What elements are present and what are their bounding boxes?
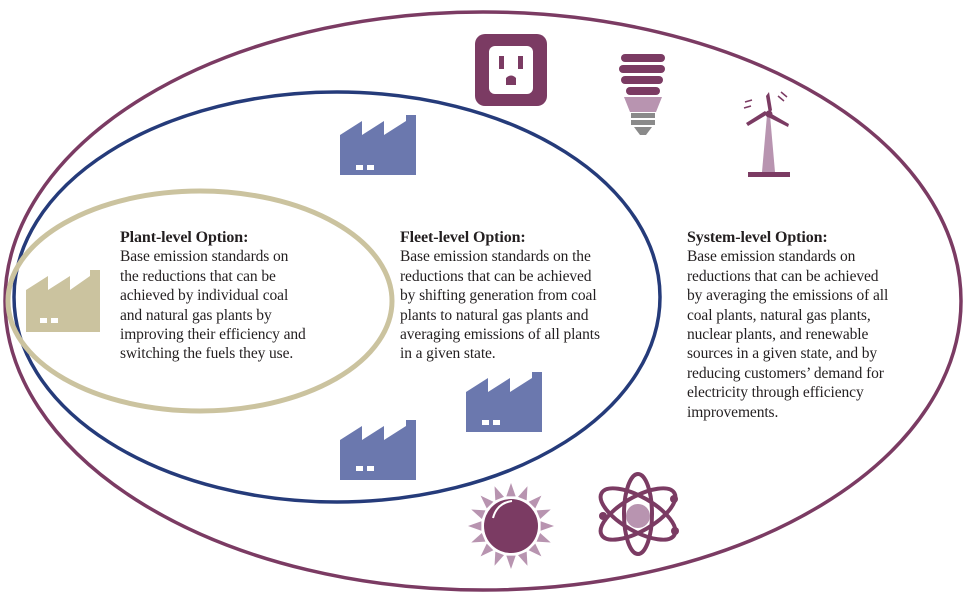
sun-ray	[528, 543, 542, 557]
sun-ray	[468, 521, 482, 531]
sun-ray	[494, 486, 504, 501]
fleet-level-ring	[12, 90, 662, 504]
system-level-description: Base emission standards on reductions th…	[687, 248, 889, 421]
factory-icon	[26, 270, 100, 332]
sun-ray	[536, 509, 551, 519]
sun-ray	[471, 509, 486, 519]
sun-icon	[468, 483, 554, 569]
power-outlet-icon	[475, 34, 547, 106]
factory-icon	[466, 372, 542, 432]
light-bulb-icon	[619, 54, 665, 135]
plant-level-option: Plant-level Option: Base emission standa…	[120, 228, 370, 364]
fleet-level-title: Fleet-level Option:	[400, 229, 526, 246]
system-level-option: System-level Option: Base emission stand…	[687, 228, 967, 422]
plant-level-ring	[5, 188, 395, 414]
sun-ray	[518, 551, 528, 566]
fleet-level-option: Fleet-level Option: Base emission standa…	[400, 228, 690, 364]
system-level-ring	[3, 10, 963, 592]
sun-ray	[480, 543, 494, 557]
factory-icon	[340, 115, 416, 175]
sun-ray	[494, 551, 504, 566]
atom-icon	[598, 472, 679, 556]
sun-ray	[528, 495, 542, 509]
system-level-title: System-level Option:	[687, 229, 828, 246]
sun-ray	[518, 486, 528, 501]
fleet-level-description: Base emission standards on the reduction…	[400, 248, 600, 363]
sun-ray	[536, 533, 551, 543]
plant-level-description: Base emission standards on the reduction…	[120, 248, 306, 363]
sun-ray	[540, 521, 554, 531]
sun-ray	[506, 555, 516, 569]
wind-turbine-icon	[743, 91, 790, 177]
sun-ray	[471, 533, 486, 543]
sun-ray	[480, 495, 494, 509]
factory-icon	[340, 420, 416, 480]
sun-ray	[506, 483, 516, 497]
plant-level-title: Plant-level Option:	[120, 229, 249, 246]
